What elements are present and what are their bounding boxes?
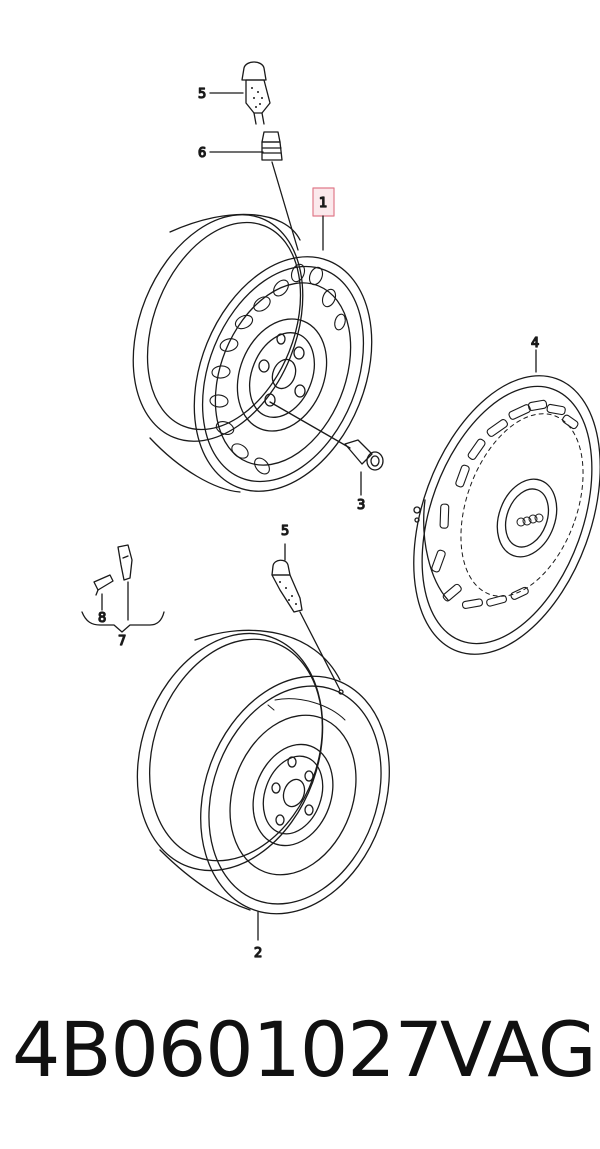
callout-1: 1 [319,196,327,211]
valve-assembly-top [209,61,299,251]
callout-8: 8 [98,611,106,626]
callout-1-highlight [312,187,335,251]
wheel-bolt [269,401,384,496]
brand-label: VAG [440,1005,597,1094]
audi-rings-logo [516,513,544,527]
hub-cap [413,349,600,655]
balance-weight-clips [81,544,165,633]
callout-5-bottom: 5 [281,524,289,539]
callout-2: 2 [254,946,262,961]
caption: 4B0601027 VAG [0,1005,600,1115]
callout-3: 3 [357,498,365,513]
part-number: 4B0601027 [12,1005,443,1094]
steel-wheel-top [132,213,373,493]
callout-6: 6 [198,146,206,161]
ventilation-holes [209,263,346,475]
wheel-parts-diagram: 5 6 1 3 4 5 8 7 2 [81,61,600,962]
steel-wheel-bottom [136,543,390,941]
callout-7: 7 [118,634,126,649]
callout-4: 4 [531,336,539,351]
callout-5-top: 5 [198,87,206,102]
